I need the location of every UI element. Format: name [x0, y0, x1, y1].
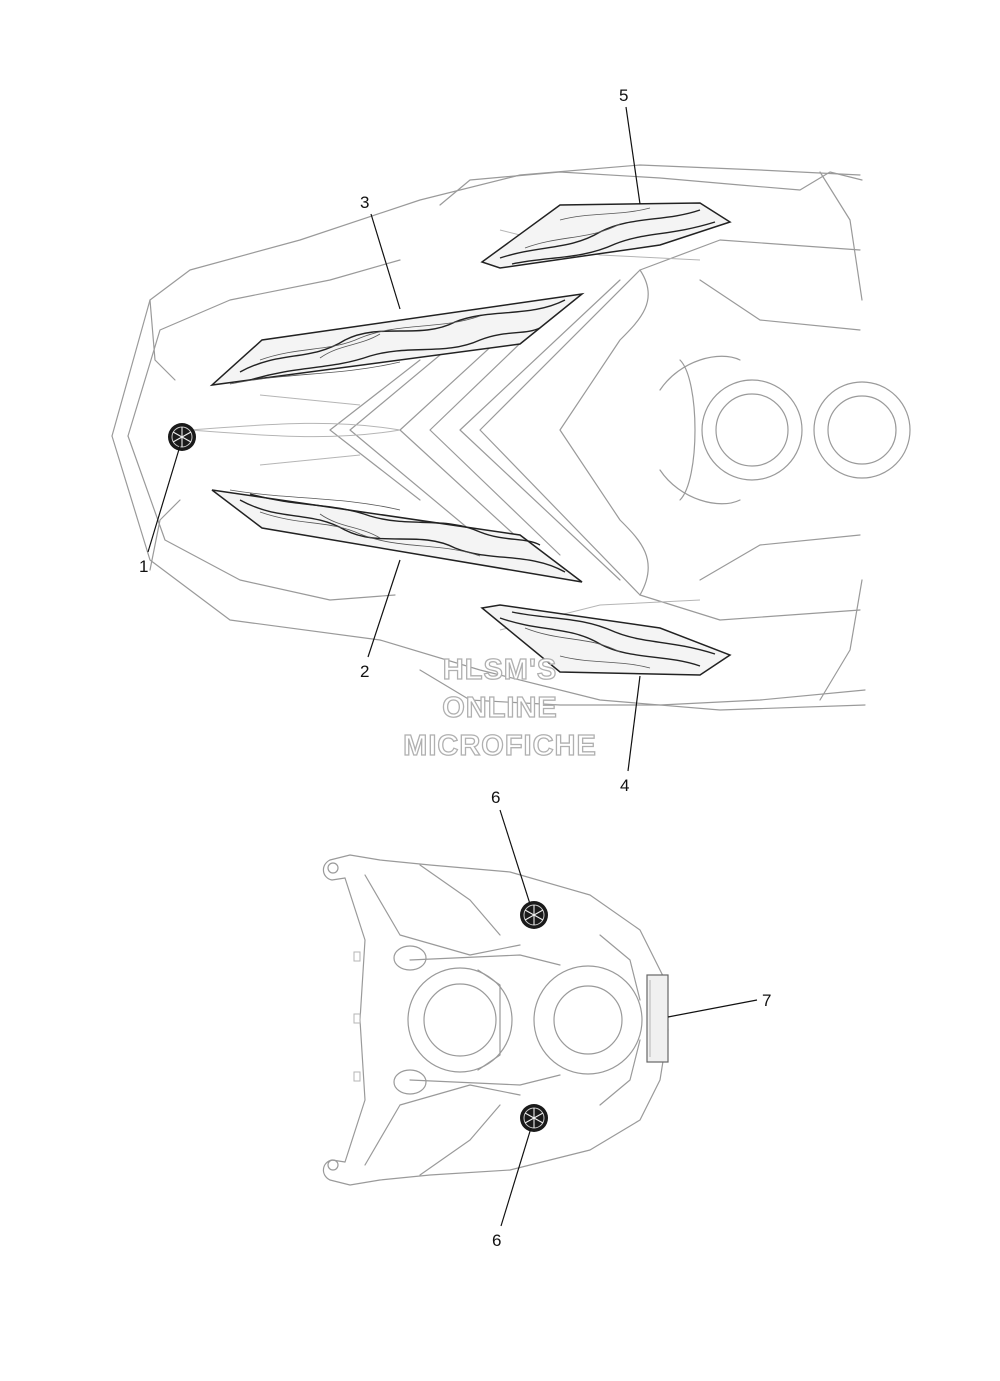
callout-6-top: 6: [491, 788, 500, 807]
leader-3: [370, 213, 401, 310]
decal-3-flame-strip: [209, 292, 585, 387]
emblem-1: [168, 423, 196, 451]
decal-4-flame-strip: [480, 604, 732, 676]
leader-2: [367, 559, 401, 658]
callout-3: 3: [360, 193, 369, 212]
callout-6-bottom: 6: [492, 1231, 501, 1250]
callout-4: 4: [620, 776, 629, 795]
callout-2: 2: [360, 662, 369, 681]
leader-6a: [499, 809, 531, 905]
callout-7: 7: [762, 991, 771, 1010]
leader-1: [147, 445, 181, 553]
watermark-line-3: MICROFICHE: [403, 730, 597, 762]
watermark-line-2: ONLINE: [442, 692, 558, 724]
leader-6b: [500, 1127, 532, 1227]
label-7-strip: [646, 974, 669, 1063]
watermark: HLSM'S ONLINE MICROFICHE: [403, 653, 597, 762]
hood-outline: [111, 164, 911, 711]
leader-4: [627, 675, 641, 772]
leader-7: [667, 999, 758, 1018]
emblem-6-top: [520, 901, 548, 929]
callout-1: 1: [139, 557, 148, 576]
decal-5-flame-strip: [480, 202, 732, 269]
deck-outline: [322, 854, 669, 1186]
leader-5: [625, 106, 641, 205]
decal-2-flame-strip: [211, 489, 583, 583]
emblem-6-bottom: [520, 1104, 548, 1132]
watermark-line-1: HLSM'S: [443, 654, 557, 686]
callout-5: 5: [619, 86, 628, 105]
